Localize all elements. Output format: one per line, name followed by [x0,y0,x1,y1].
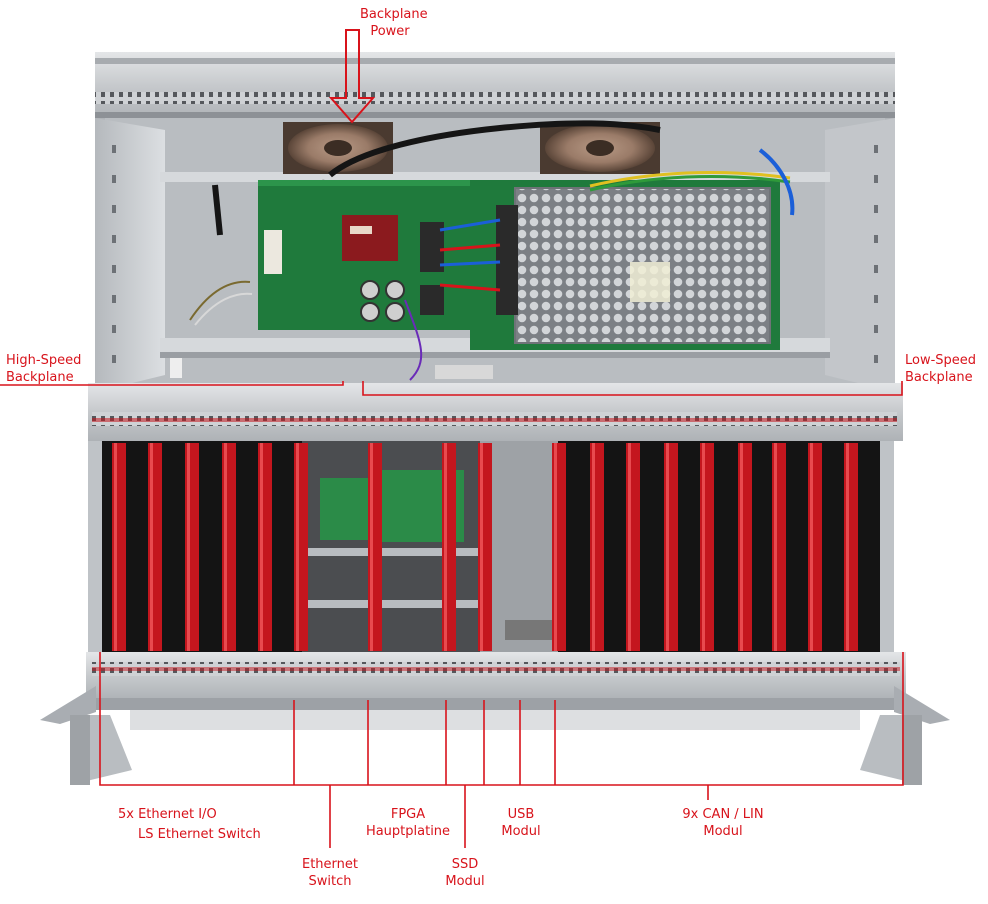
label-ssd-line1: SSD [451,857,479,872]
label-can-lin-line1: 9x CAN / LIN [682,807,764,822]
fan-right [540,122,660,174]
label-usb-modul: USB Modul [488,806,554,840]
label-can-lin-modul: 9x CAN / LIN Modul [668,806,778,840]
label-fpga-line1: FPGA [390,807,426,822]
backplane-power-pcb [258,180,488,330]
card-guide-highlight [702,443,705,651]
label-fpga-line2: Hauptplatine [365,824,451,839]
label-high-speed-line1: High-Speed [6,353,82,368]
card-guide-highlight [187,443,190,651]
label-backplane-power-line1: Backplane [360,7,428,22]
card-guide-highlight [150,443,153,651]
label-ethernet-switch-line2: Switch [308,874,352,889]
label-low-speed-backplane: Low-Speed Backplane [905,352,976,386]
right-flange [894,686,950,724]
label-ethernet-switch: Ethernet Switch [290,856,370,890]
label-backplane-power: Backplane Power [360,6,428,40]
card-guide-highlight [370,443,373,651]
label-ssd-line2: Modul [445,874,485,889]
card-guide-highlight [810,443,813,651]
label-backplane-power-line2: Power [370,24,410,39]
label-usb-line2: Modul [501,824,541,839]
card-guide-highlight [774,443,777,651]
label-low-speed-line1: Low-Speed [905,353,977,368]
card-guide-highlight [666,443,669,651]
upper-compartment [95,52,895,392]
card-guide-highlight [444,443,447,651]
card-guide-highlight [260,443,263,651]
card-guide-highlight [224,443,227,651]
left-side-wall [95,118,165,392]
label-fpga-hauptplatine: FPGA Hauptplatine [358,806,458,840]
label-can-lin-line2: Modul [703,824,743,839]
card-guide-highlight [480,443,483,651]
card-guide-highlight [846,443,849,651]
label-usb-line1: USB [507,807,535,822]
bottom-rail [40,652,950,785]
label-high-speed-line2: Backplane [6,370,74,385]
label-ssd-modul: SSD Modul [432,856,498,890]
label-ls-ethernet-switch-text: LS Ethernet Switch [138,827,261,842]
card-cage [88,441,894,653]
label-ethernet-io-text: 5x Ethernet I/O [118,807,217,822]
label-ethernet-switch-line1: Ethernet [302,857,358,872]
annotation-lines [0,29,904,848]
label-ethernet-io: 5x Ethernet I/O [118,806,217,823]
middle-rail [88,383,903,441]
power-supply [470,180,780,350]
label-ls-ethernet-switch: LS Ethernet Switch [138,826,261,843]
card-guide-highlight [592,443,595,651]
card-guide-highlight [296,443,299,651]
left-flange [40,686,96,724]
label-low-speed-line2: Backplane [905,370,973,385]
card-guide-highlight [114,443,117,651]
fan-left [283,122,393,174]
card-guides [112,443,858,651]
card-guide-highlight [740,443,743,651]
card-guide-highlight [628,443,631,651]
right-side-wall [825,118,895,392]
label-high-speed-backplane: High-Speed Backplane [6,352,81,386]
card-guide-highlight [554,443,557,651]
